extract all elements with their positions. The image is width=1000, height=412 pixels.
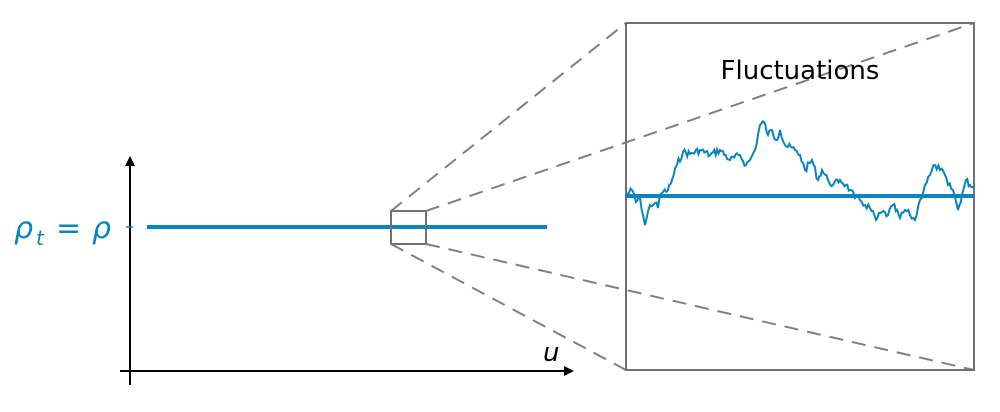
zoom-connector-lines [390,22,975,371]
zoom-region-box [390,210,427,245]
rho-equation-label: ρ t = ρ [14,211,111,250]
fluctuation-curve [625,119,975,226]
equals-sign: = [56,211,81,246]
x-axis-label: u [543,338,559,368]
rho-symbol: ρ [92,211,111,246]
inset-title: Fluctuations [721,56,880,86]
rho-t-subscript: t [36,226,45,250]
rho-t-symbol: ρ [14,211,33,246]
